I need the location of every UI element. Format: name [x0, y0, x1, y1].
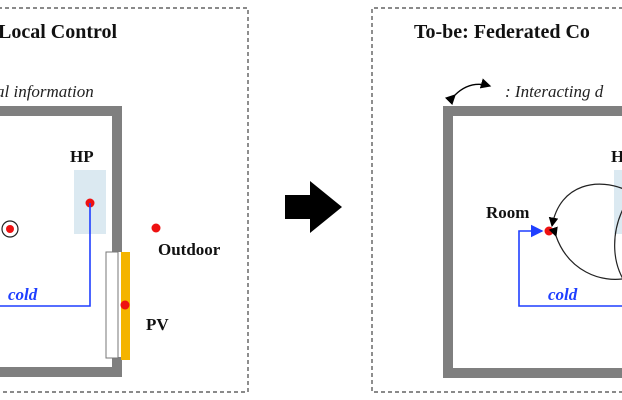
- left-pv-label: PV: [146, 315, 169, 334]
- right-panel: To-be: Federated Co : Interacting d H Ro…: [371, 7, 622, 393]
- left-outdoor-sensor: [151, 223, 161, 233]
- left-panel: Local Control al information HP Outdoor …: [0, 7, 249, 393]
- left-thermostat-icon: [1, 220, 19, 238]
- left-cold-label: cold: [8, 285, 38, 304]
- right-arrow-icon: [285, 181, 342, 233]
- right-room-label: Room: [486, 203, 529, 222]
- left-outdoor-label: Outdoor: [158, 240, 221, 259]
- right-room-walls: [443, 106, 622, 378]
- right-control-line: [518, 224, 622, 307]
- interaction-arc-lower: [548, 226, 622, 280]
- right-hp-zone: [614, 170, 622, 234]
- right-room-sensor: [544, 226, 554, 236]
- right-hp-label: H: [611, 147, 622, 166]
- left-control-line: [0, 203, 91, 307]
- left-pv-sensor: [120, 300, 130, 310]
- right-panel-title: To-be: Federated Co: [414, 21, 590, 43]
- double-headed-curved-arrow-icon: [444, 78, 492, 106]
- interaction-arc-inner: [614, 210, 622, 279]
- right-panel-border: [371, 7, 622, 393]
- left-hp-label: HP: [70, 147, 94, 166]
- left-room-walls: [0, 106, 122, 377]
- right-cold-label: cold: [548, 285, 578, 304]
- interaction-arc-upper: [548, 183, 622, 228]
- right-panel-note: : Interacting d: [505, 82, 604, 101]
- left-panel-note: al information: [0, 82, 94, 101]
- left-window: [105, 251, 119, 359]
- left-panel-title: Local Control: [0, 21, 118, 43]
- left-panel-border: [0, 7, 249, 393]
- left-room-sensor: [6, 225, 14, 233]
